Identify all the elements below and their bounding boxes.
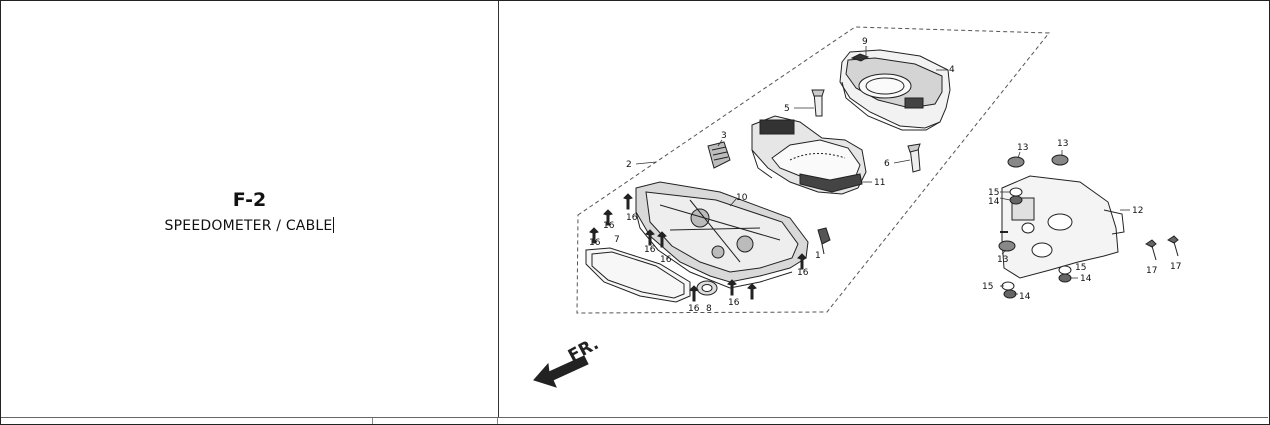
part-label-12: 12 [1132,206,1143,216]
text-cursor [333,217,335,233]
part-number-labels: 9 4 5 3 6 2 11 10 1 7 8 12 13 13 13 15 1… [589,37,1181,314]
part-label-16a: 16 [603,221,615,231]
part-label-14a: 14 [988,197,1000,207]
part-label-16f: 16 [797,268,809,278]
part-label-16e: 16 [660,255,672,265]
connector-part [707,141,731,169]
part-label-9: 9 [862,37,868,47]
section-heading-panel: F-2 SPEEDOMETER / CABLE [1,1,498,417]
lower-meter-case [635,181,809,289]
exploded-parts-diagram: 9 4 5 3 6 2 11 10 1 7 8 12 13 13 13 15 1… [533,26,1181,388]
part-label-3: 3 [721,131,727,141]
parts-diagram-panel: 9 4 5 3 6 2 11 10 1 7 8 12 13 13 13 15 1… [499,1,1267,417]
part-label-16g: 16 [688,304,700,314]
gasket-sheet [585,247,691,303]
panel-divider [498,1,499,417]
clip-part-6 [907,143,921,173]
part-label-1: 1 [815,251,821,261]
part-label-13c: 13 [997,255,1008,265]
part-label-15c: 15 [982,282,993,292]
part-label-14b: 14 [1080,274,1092,284]
part-label-17b: 17 [1170,262,1181,272]
part-label-7: 7 [614,235,620,245]
part-label-6: 6 [884,159,890,169]
bottom-tick [372,418,373,424]
part-label-14c: 14 [1019,292,1031,302]
clip-part-5 [811,89,825,117]
part-label-4: 4 [949,65,955,75]
part-label-13a: 13 [1017,143,1028,153]
part-label-10: 10 [736,193,748,203]
bottom-tick [497,418,498,424]
bottom-border [1,417,1268,418]
part-label-16h: 16 [728,298,740,308]
part-label-11: 11 [874,178,885,188]
assembly-outline [576,26,1051,314]
meter-visor [839,49,951,131]
bulb-socket [817,227,831,255]
part-label-16d: 16 [644,245,656,255]
part-label-16c: 16 [589,238,601,248]
washers-and-nuts [998,154,1072,299]
part-label-8: 8 [706,304,712,314]
section-code: F-2 [232,189,267,211]
front-direction-arrow-icon: FR. [533,334,602,388]
section-title: SPEEDOMETER / CABLE [1,217,498,234]
grommet-part [696,280,718,296]
screws-16 [589,193,807,302]
part-label-15a: 15 [988,188,999,198]
part-label-13b: 13 [1057,139,1068,149]
part-label-17a: 17 [1146,266,1157,276]
part-label-15b: 15 [1075,263,1086,273]
part-label-2: 2 [626,160,632,170]
bolts-17 [1145,235,1179,261]
part-label-16b: 16 [626,213,638,223]
meter-assembly [751,115,867,195]
section-title-text: SPEEDOMETER / CABLE [164,218,333,234]
part-label-5: 5 [784,104,790,114]
leader-lines [635,46,1130,295]
